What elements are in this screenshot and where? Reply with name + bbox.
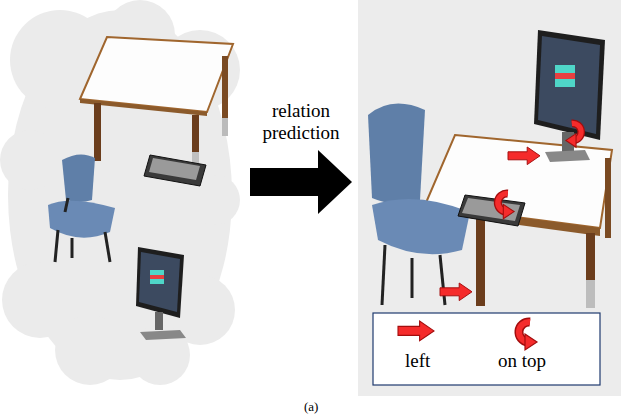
legend-sample [398,321,434,341]
monitor-illustration [136,247,186,340]
cloud-bubble [0,0,240,385]
chair-illustration [368,104,470,305]
legend-sample [519,322,537,350]
legend-label: on top [498,350,546,372]
keyboard-illustration [144,155,206,186]
monitor-illustration [534,30,605,162]
process-label: relation prediction [251,100,351,144]
table-illustration [80,37,233,170]
result-panel [358,0,621,396]
chair-illustration [48,154,115,262]
process-arrow [250,150,352,214]
keyboard-illustration [458,195,525,226]
legend-box [373,313,600,385]
legend-label: left [405,350,430,372]
figure-caption: (a) [304,400,318,415]
